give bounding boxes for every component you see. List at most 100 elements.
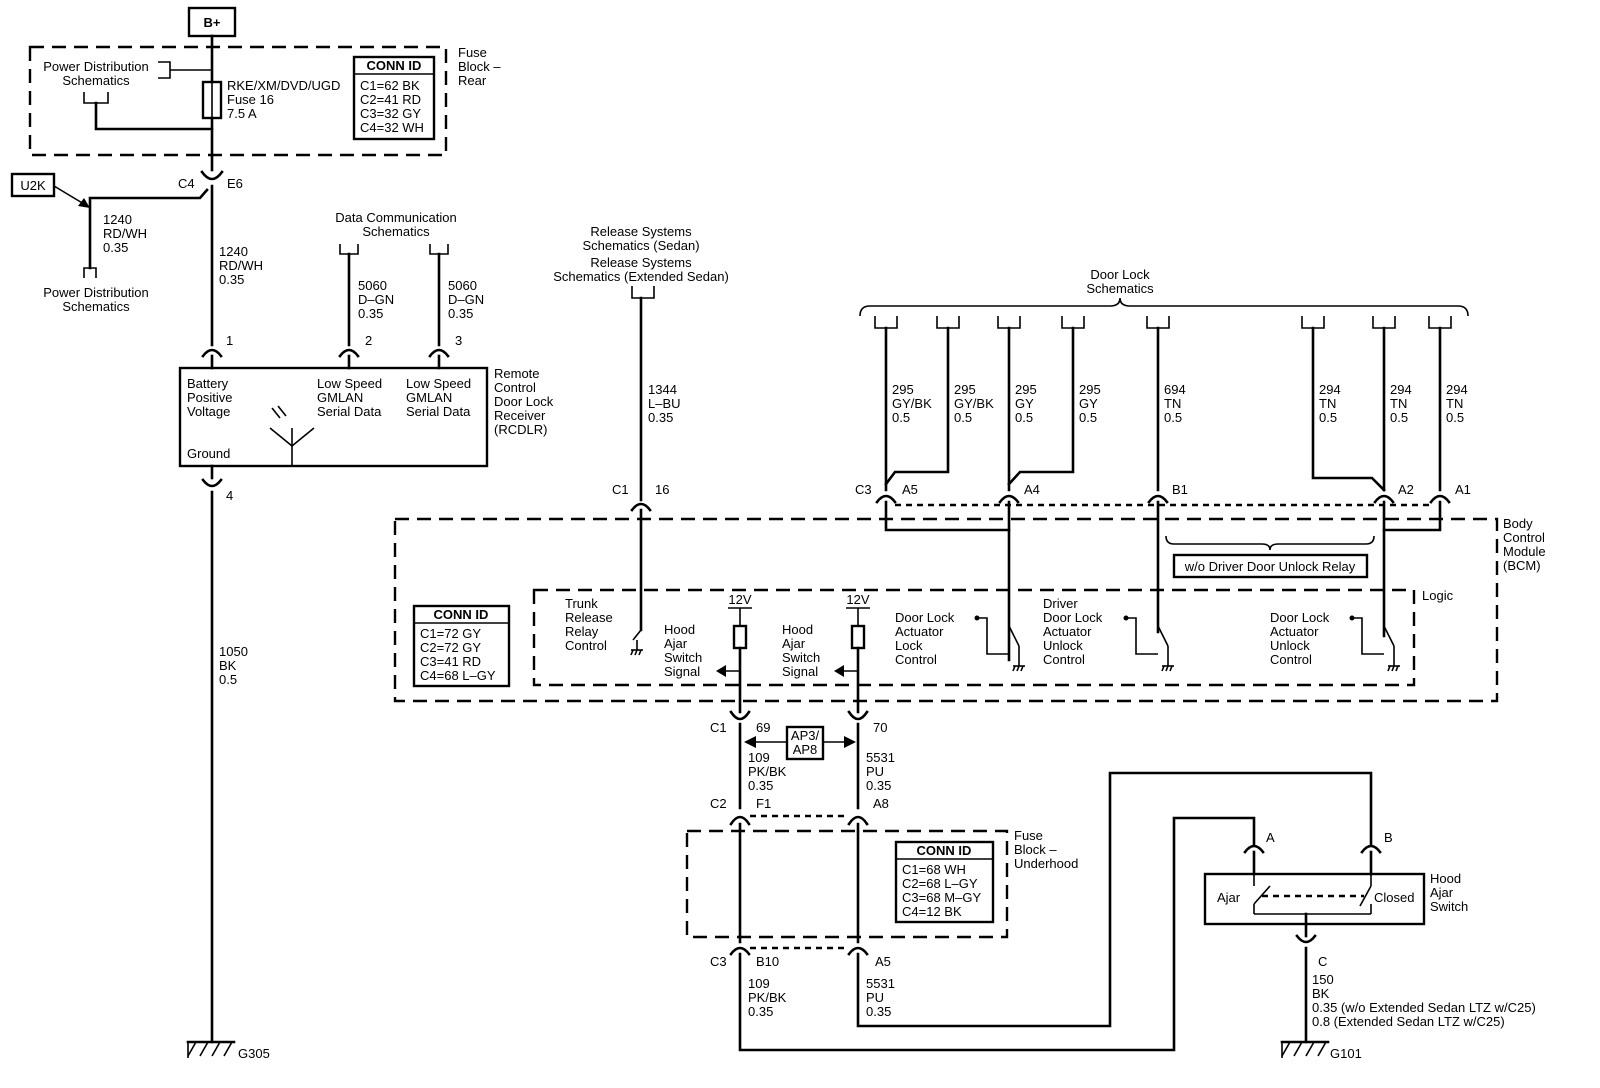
svg-text:Module: Module: [1503, 544, 1546, 559]
svg-text:12V: 12V: [728, 592, 751, 607]
door-wire-label: 294: [1446, 382, 1468, 397]
svg-text:Schematics: Schematics: [362, 224, 430, 239]
svg-text:5531: 5531: [866, 750, 895, 765]
u2k-pointer: U2K: [10, 172, 90, 208]
bcm-label: Body Control Module (BCM): [1503, 516, 1546, 573]
svg-text:Door Lock: Door Lock: [895, 610, 955, 625]
svg-text:A5: A5: [875, 954, 891, 969]
svg-text:0.35: 0.35: [748, 778, 773, 793]
data-communication: Data Communication Schematics 5060 D–GN …: [335, 210, 484, 347]
svg-text:Serial Data: Serial Data: [317, 404, 382, 419]
svg-text:AP3/: AP3/: [791, 728, 820, 743]
svg-text:(RCDLR): (RCDLR): [494, 422, 547, 437]
svg-text:Fuse: Fuse: [458, 45, 487, 60]
wire-109-5531-lower: 109 PK/BK 0.35 5531 PU 0.35: [748, 976, 895, 1019]
svg-text:0.35: 0.35: [448, 306, 473, 321]
svg-text:B1: B1: [1172, 482, 1188, 497]
door-wire-label: GY: [1015, 396, 1034, 411]
svg-text:Block –: Block –: [458, 59, 501, 74]
svg-text:Schematics: Schematics: [62, 299, 130, 314]
door-lock-schematics: Door Lock Schematics: [859, 267, 1469, 317]
conn-id-bcm: CONN ID C1=72 GY C2=72 GY C3=41 RD C4=68…: [412, 604, 511, 688]
door-wire-label: GY/BK: [954, 396, 994, 411]
svg-text:0.5: 0.5: [219, 672, 237, 687]
power-distribution-top: Power Distribution Schematics: [43, 59, 214, 131]
svg-text:w/o Driver Door Unlock Relay: w/o Driver Door Unlock Relay: [1184, 559, 1356, 574]
svg-text:5060: 5060: [358, 278, 387, 293]
svg-text:0.35: 0.35: [866, 1004, 891, 1019]
door-wire-label: TN: [1446, 396, 1463, 411]
svg-text:U2K: U2K: [20, 178, 46, 193]
door-wire-label: 0.5: [1079, 410, 1097, 425]
svg-text:5531: 5531: [866, 976, 895, 991]
svg-text:PU: PU: [866, 990, 884, 1005]
svg-text:5060: 5060: [448, 278, 477, 293]
svg-text:C1=72 GY: C1=72 GY: [420, 626, 481, 641]
svg-text:Actuator: Actuator: [895, 624, 944, 639]
connector-c1-69-70: C1 69 70: [710, 710, 887, 810]
svg-text:Rear: Rear: [458, 73, 487, 88]
door-wire-label: 0.5: [892, 410, 910, 425]
svg-text:Schematics (Extended Sedan): Schematics (Extended Sedan): [553, 269, 729, 284]
svg-text:C4: C4: [178, 176, 195, 191]
svg-text:Body: Body: [1503, 516, 1533, 531]
svg-text:C4=68 L–GY: C4=68 L–GY: [420, 668, 496, 683]
no-driver-relay-note: w/o Driver Door Unlock Relay: [1165, 535, 1375, 579]
hood-ajar-switch: A B Ajar Closed Hood Ajar Switch C: [1203, 830, 1468, 1044]
svg-text:Hood: Hood: [664, 622, 695, 637]
svg-text:Lock: Lock: [895, 638, 923, 653]
svg-text:0.35: 0.35: [219, 272, 244, 287]
battery-label: B+: [204, 15, 221, 30]
svg-text:C: C: [1318, 954, 1327, 969]
svg-text:B10: B10: [756, 954, 779, 969]
svg-text:109: 109: [748, 750, 770, 765]
wire-1240-main: 1240 RD/WH 0.35: [219, 244, 263, 287]
svg-text:109: 109: [748, 976, 770, 991]
connector-c2: C2 F1 A8: [710, 796, 889, 944]
svg-text:PU: PU: [866, 764, 884, 779]
bcm-logic-outline: [532, 588, 1416, 687]
svg-text:4: 4: [226, 488, 233, 503]
svg-text:0.35: 0.35: [866, 778, 891, 793]
release-systems: Release Systems Schematics (Sedan) Relea…: [553, 224, 729, 632]
svg-text:Power Distribution: Power Distribution: [43, 59, 149, 74]
ap3-ap8-pointer: AP3/ AP8: [744, 725, 856, 761]
svg-text:Ajar: Ajar: [782, 636, 806, 651]
svg-text:C3=68 M–GY: C3=68 M–GY: [902, 890, 981, 905]
svg-text:0.35: 0.35: [358, 306, 383, 321]
svg-text:C2: C2: [710, 796, 727, 811]
svg-text:70: 70: [873, 720, 887, 735]
svg-text:0.35: 0.35: [748, 1004, 773, 1019]
antenna-icon: [269, 405, 315, 466]
door-unlock-control: Door Lock Actuator Unlock Control: [1270, 610, 1330, 667]
ground-g305-icon: G305: [186, 1040, 270, 1061]
svg-text:Release Systems: Release Systems: [590, 255, 692, 270]
svg-text:Receiver: Receiver: [494, 408, 546, 423]
svg-text:Control: Control: [494, 380, 536, 395]
fuse-block-rear-outline: [28, 45, 448, 157]
svg-text:Release: Release: [565, 610, 613, 625]
door-lock-taps: 295GY/BK0.5295GY/BK0.5295GY0.5295GY0.569…: [874, 316, 1468, 504]
svg-text:1: 1: [226, 333, 233, 348]
wire-1240-branch: 1240 RD/WH 0.35 Power Distribution Schem…: [43, 212, 149, 314]
svg-text:C2=41 RD: C2=41 RD: [360, 92, 421, 107]
svg-text:E6: E6: [227, 176, 243, 191]
svg-text:Fuse 16: Fuse 16: [227, 92, 274, 107]
svg-text:Actuator: Actuator: [1270, 624, 1319, 639]
rcdlr-module: 1 2 3 Battery Positive Voltage Low Speed…: [178, 333, 554, 503]
driver-unlock-control: Driver Door Lock Actuator Unlock Control: [1043, 596, 1103, 667]
svg-text:Ajar: Ajar: [1430, 885, 1454, 900]
svg-text:RD/WH: RD/WH: [219, 258, 263, 273]
svg-text:A5: A5: [902, 482, 918, 497]
svg-text:12V: 12V: [846, 592, 869, 607]
door-wire-label: 0.5: [1164, 410, 1182, 425]
svg-text:Control: Control: [1503, 530, 1545, 545]
svg-text:Voltage: Voltage: [187, 404, 230, 419]
svg-text:0.35 (w/o Extended Sedan LTZ w: 0.35 (w/o Extended Sedan LTZ w/C25): [1312, 1000, 1536, 1015]
svg-text:L–BU: L–BU: [648, 396, 681, 411]
door-wire-label: 294: [1390, 382, 1412, 397]
svg-text:3: 3: [455, 333, 462, 348]
svg-text:0.8 (Extended Sedan LTZ w/C25): 0.8 (Extended Sedan LTZ w/C25): [1312, 1014, 1505, 1029]
svg-text:Remote: Remote: [494, 366, 540, 381]
